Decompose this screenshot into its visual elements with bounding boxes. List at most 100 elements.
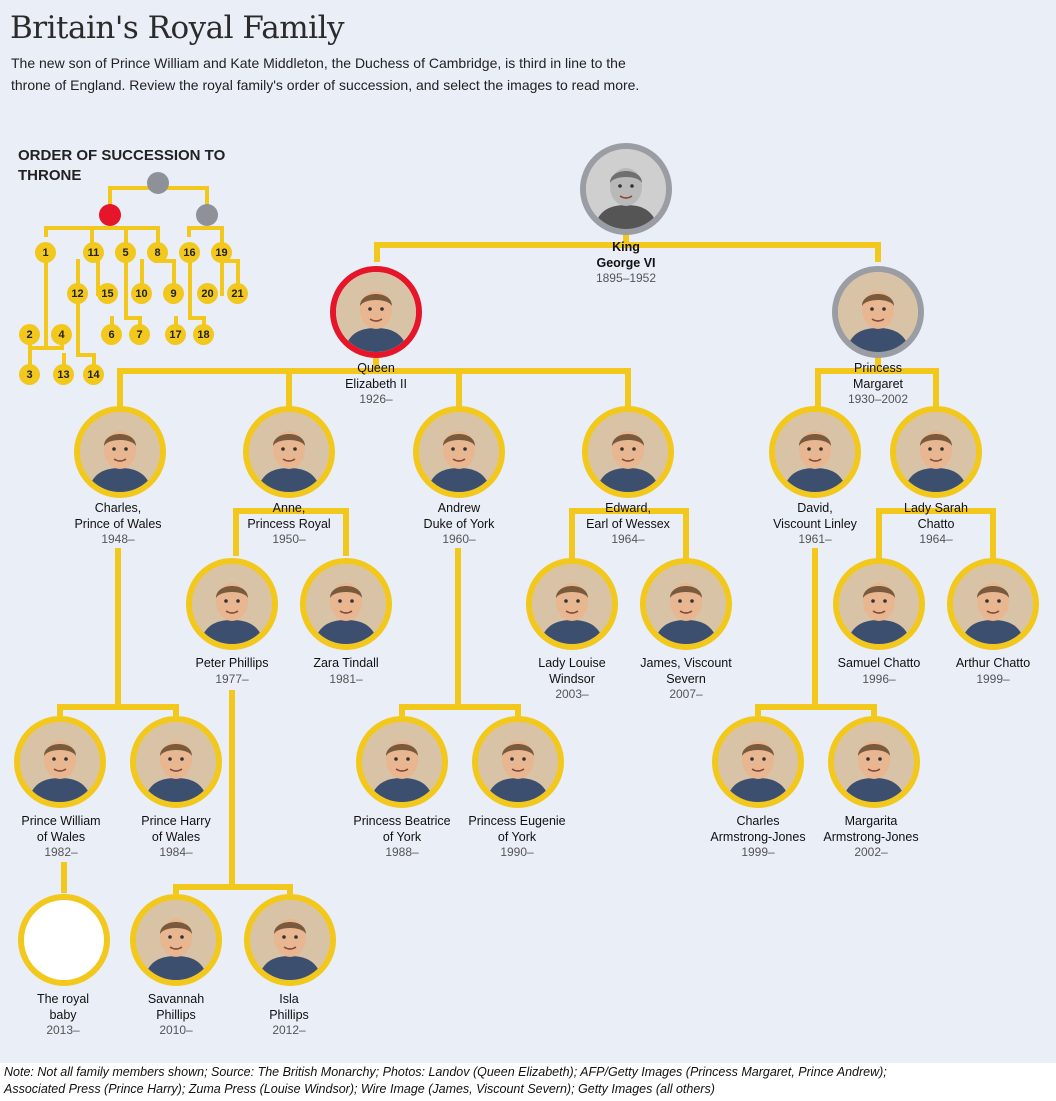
james-severn-photo[interactable] — [640, 558, 732, 650]
david-photo[interactable] — [769, 406, 861, 498]
portrait-icon — [249, 412, 329, 492]
person-years: 2010– — [159, 1023, 193, 1037]
person-years: 1950– — [272, 532, 306, 546]
queen-elizabeth-photo[interactable] — [330, 266, 422, 358]
sarah-chatto-photo[interactable] — [890, 406, 982, 498]
succession-number: 1 — [35, 242, 56, 263]
succession-number: 21 — [227, 283, 248, 304]
prince-william-photo[interactable] — [14, 716, 106, 808]
portrait-icon — [136, 722, 216, 802]
andrew-photo[interactable] — [413, 406, 505, 498]
succession-number: 14 — [83, 364, 104, 385]
person-years: 2013– — [46, 1023, 80, 1037]
person-name: The royal — [36, 992, 90, 1006]
person-name: of York — [497, 829, 537, 844]
princess-eugenie-photo[interactable] — [472, 716, 564, 808]
succession-number: 12 — [67, 283, 88, 304]
anne-photo[interactable] — [243, 406, 335, 498]
person-years: 2007– — [669, 687, 703, 701]
person-name: Zara Tindall — [313, 656, 379, 670]
person-name: George VI — [596, 255, 656, 270]
person-name: Lady Sarah — [904, 501, 968, 515]
princess-beatrice-photo[interactable] — [356, 716, 448, 808]
savannah-phillips-photo[interactable] — [130, 894, 222, 986]
zara-tindall-photo[interactable] — [300, 558, 392, 650]
person-years: 1999– — [741, 845, 775, 859]
person-years: 1990– — [500, 845, 534, 859]
succession-number: 11 — [83, 242, 104, 263]
isla-phillips-photo[interactable] — [244, 894, 336, 986]
person-name: Elizabeth II — [345, 376, 407, 391]
label-peter-phillips: Peter Phillips 1977– — [147, 656, 317, 687]
intro-text: The new son of Prince William and Kate M… — [11, 52, 711, 96]
person-name: Arthur Chatto — [955, 656, 1031, 670]
person-name: Andrew — [437, 501, 481, 515]
succession-number: 10 — [131, 283, 152, 304]
prince-harry-photo[interactable] — [130, 716, 222, 808]
person-years: 1964– — [611, 532, 645, 546]
charles-photo[interactable] — [74, 406, 166, 498]
succession-number: 5 — [115, 242, 136, 263]
margarita-armstrong-jones-photo[interactable] — [828, 716, 920, 808]
person-name: Earl of Wessex — [586, 516, 670, 531]
person-name: Charles — [736, 814, 780, 828]
key-queen-dot — [99, 204, 121, 226]
person-name: Prince Harry — [141, 814, 211, 828]
person-years: 2002– — [854, 845, 888, 859]
person-name: Princess Beatrice — [353, 814, 451, 828]
portrait-icon — [306, 564, 386, 644]
princess-margaret-photo[interactable] — [832, 266, 924, 358]
portrait-icon — [336, 272, 416, 352]
samuel-chatto-photo[interactable] — [833, 558, 925, 650]
charles-armstrong-jones-photo[interactable] — [712, 716, 804, 808]
label-anne: Anne,Princess Royal 1950– — [204, 501, 374, 548]
arthur-chatto-photo[interactable] — [947, 558, 1039, 650]
portrait-icon — [478, 722, 558, 802]
portrait-icon — [192, 564, 272, 644]
person-name: Armstrong-Jones — [710, 829, 806, 844]
person-years: 1926– — [359, 392, 393, 406]
person-years: 1895–1952 — [595, 271, 657, 285]
page-title: Britain's Royal Family — [10, 10, 345, 46]
louise-windsor-photo[interactable] — [526, 558, 618, 650]
edward-photo[interactable] — [582, 406, 674, 498]
label-zara-tindall: Zara Tindall 1981– — [261, 656, 431, 687]
person-name: of Wales — [36, 829, 86, 844]
royal-baby-photo-placeholder[interactable] — [18, 894, 110, 986]
person-name: Princess Eugenie — [468, 814, 566, 828]
person-name: King — [612, 240, 640, 254]
person-name: Prince of Wales — [74, 516, 162, 531]
person-name: Queen — [357, 361, 395, 375]
portrait-icon — [136, 900, 216, 980]
george-vi-photo[interactable] — [580, 143, 672, 235]
person-name: Prince William — [21, 814, 101, 828]
succession-number: 20 — [197, 283, 218, 304]
person-name: Phillips — [269, 1007, 309, 1022]
person-name: Duke of York — [423, 516, 495, 531]
succession-number: 15 — [97, 283, 118, 304]
peter-phillips-photo[interactable] — [186, 558, 278, 650]
person-years: 1996– — [862, 671, 896, 686]
succession-number: 8 — [147, 242, 168, 263]
person-years: 2003– — [555, 687, 589, 701]
footnote-line: Note: Not all family members shown; Sour… — [4, 1065, 887, 1079]
person-name: Severn — [666, 671, 706, 686]
person-name: Viscount Linley — [773, 516, 857, 531]
portrait-icon — [839, 564, 919, 644]
footnote: Note: Not all family members shown; Sour… — [4, 1064, 1052, 1098]
person-years: 1988– — [385, 845, 419, 859]
succession-number: 19 — [211, 242, 232, 263]
person-years: 1984– — [159, 845, 193, 859]
person-name: James, Viscount — [640, 656, 732, 670]
person-name: Peter Phillips — [195, 656, 269, 670]
person-years: 1961– — [798, 532, 832, 546]
